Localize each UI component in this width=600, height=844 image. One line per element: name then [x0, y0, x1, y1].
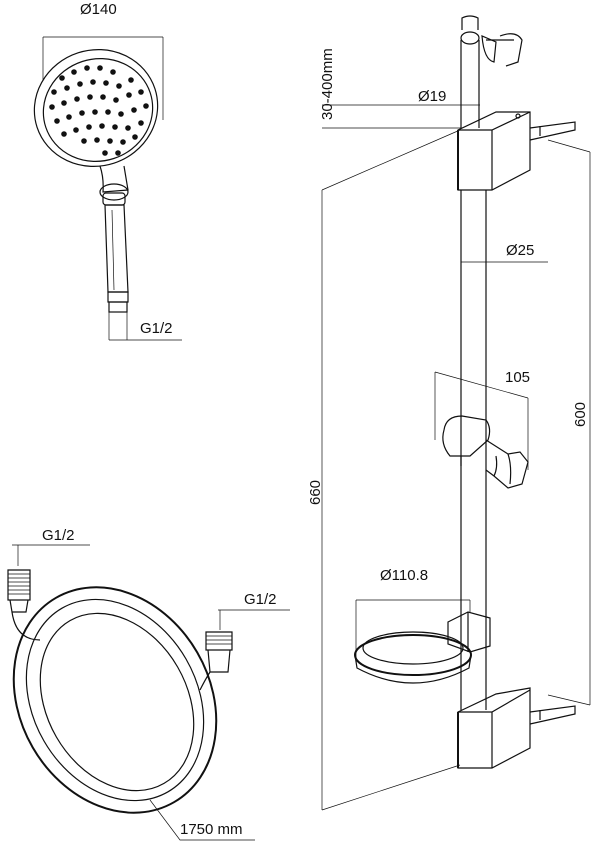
hose-right-connector: [199, 631, 233, 691]
shower-neck: [99, 165, 129, 193]
shower-head-rim: [33, 49, 159, 167]
bottom-wall-bracket: [457, 687, 576, 769]
hose-right-thread-label: G1/2: [244, 591, 277, 608]
rail-diameter-label: Ø25: [506, 242, 534, 259]
hose-left-connector: [7, 569, 41, 641]
top-wall-bracket: [457, 111, 576, 191]
soap-dish-diameter-label: Ø110.8: [380, 567, 428, 584]
shower-handle: [104, 204, 129, 293]
mount-distance-label: 600: [572, 402, 589, 427]
hose-length-label: 1750 mm: [180, 821, 243, 838]
total-height-label: 660: [307, 480, 324, 505]
top-handshower-holder: [460, 15, 523, 67]
hose-left-thread-label: G1/2: [42, 527, 75, 544]
slide-rail-set: 660 600 30-400mm Ø19: [307, 15, 591, 811]
top-adjust-range-label: 30-400mm: [319, 48, 336, 120]
slider: 105: [434, 369, 530, 489]
shower-head-face: [42, 58, 154, 162]
slider-width-label: 105: [505, 369, 530, 386]
top-pipe-diameter-label: Ø19: [418, 88, 446, 105]
soap-dish: Ø110.8: [354, 567, 491, 684]
shower-nozzles: [49, 65, 149, 156]
handshower-diameter-label: Ø140: [80, 1, 117, 18]
handshower-thread-label: G1/2: [140, 320, 173, 337]
hand-shower: Ø140 G1/2: [33, 1, 182, 341]
shower-hose: G1/2 G1/2 1750 mm: [7, 527, 290, 841]
